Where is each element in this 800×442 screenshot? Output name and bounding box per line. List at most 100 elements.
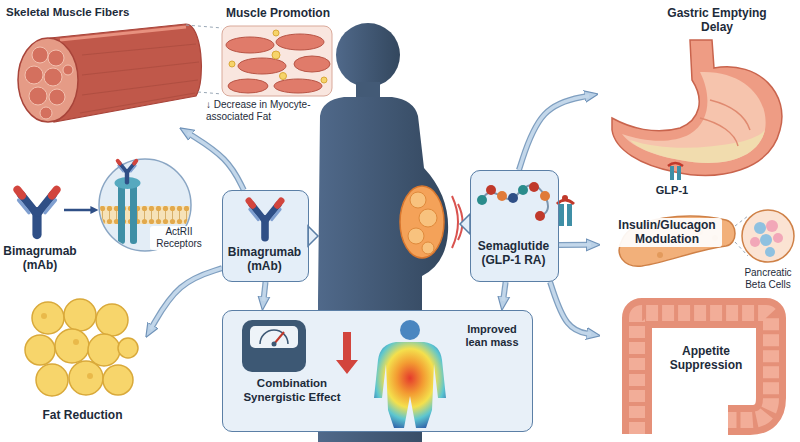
- muscle-bundle-part: [40, 107, 52, 119]
- muscle-bundle-part: [82, 62, 199, 75]
- body-silhouette-part: [408, 228, 424, 244]
- pancreas-part: [766, 220, 778, 232]
- muscle-bundle-part: [48, 50, 64, 66]
- body-silhouette-part: [452, 196, 458, 248]
- arrow-outline: [188, 133, 244, 190]
- arrow-body: [188, 133, 244, 190]
- node-text: Combination Synergistic Effect: [229, 377, 355, 405]
- arrow-body: [550, 282, 591, 334]
- colon-part: [637, 313, 771, 434]
- fat-cells: [25, 299, 138, 396]
- peptide-icon-part: [477, 195, 487, 205]
- receptor-membrane-part-part: [118, 180, 125, 244]
- muscle-cell-inset-part: [226, 37, 274, 53]
- fat-cells-part: [103, 365, 133, 395]
- arrow-body: [503, 282, 506, 301]
- stomach-part: [670, 166, 674, 180]
- node-text: Appetite Suppression: [664, 344, 748, 373]
- fat-cells-part: [73, 339, 79, 345]
- muscle-bundle-part: [63, 65, 73, 75]
- illustration-zone: Skeletal Muscle Fibers: [4, 4, 204, 128]
- arrow-outline: [263, 282, 265, 301]
- muscle-cell-inset-part: [228, 79, 268, 93]
- box-pointer: [460, 214, 470, 234]
- fat-cells-part: [41, 313, 47, 319]
- pancreas-part: [754, 222, 766, 234]
- muscle-cell-inset-part: [272, 51, 280, 59]
- arrow-body: [559, 243, 591, 247]
- peptide-icon-part: [535, 211, 545, 221]
- node-text: Insulin/Glucagon Modulation: [612, 218, 722, 247]
- annotation-label: Bimagrumab (mAb): [2, 244, 78, 273]
- receptor-membrane-part: [118, 161, 137, 182]
- fat-cells-part: [87, 373, 93, 379]
- muscle-bundle-part: [82, 80, 198, 95]
- body-silhouette-part: [410, 192, 426, 208]
- process-box: Semaglutide (GLP-1 RA): [470, 170, 559, 282]
- heatmap-body: [374, 320, 446, 428]
- receptor-icon: [557, 195, 574, 226]
- muscle-bundle-part: [60, 27, 186, 40]
- body-silhouette-part: [336, 23, 400, 87]
- muscle-cell-inset-part: [274, 79, 322, 93]
- fat-cells-part: [25, 335, 55, 365]
- flow-arrow: [550, 282, 591, 334]
- muscle-bundle-part: [82, 44, 196, 55]
- fat-cells-part: [118, 338, 138, 358]
- peptide-icon-part: [529, 182, 539, 192]
- muscle-bundle-part: [29, 87, 47, 105]
- pancreas-part: [760, 234, 772, 246]
- receptor-icon-part: [562, 195, 568, 201]
- stomach-part: [710, 100, 750, 130]
- arrow-outline: [151, 268, 222, 329]
- peptide-icon-part: [518, 185, 528, 195]
- fat-cells-part: [69, 361, 103, 395]
- antibody-icon: [17, 190, 56, 235]
- stomach-part: [677, 166, 681, 180]
- muscle-cell-inset-part: [229, 61, 235, 67]
- fat-cells-part: [55, 329, 89, 363]
- scale-icon-part: [272, 342, 277, 347]
- node-text: Bimagrumab (mAb): [226, 245, 303, 274]
- box-fill: [222, 310, 533, 432]
- process-box: Combination Synergistic EffectImproved l…: [222, 310, 533, 432]
- pancreas-part: [742, 210, 794, 262]
- receptor-icon-part: [559, 204, 564, 226]
- annotation-label: GLP-1: [652, 184, 692, 197]
- peptide-icon: [477, 182, 550, 221]
- node-text: Gastric Emptying Delay: [658, 6, 776, 35]
- pancreas-part: [773, 233, 783, 243]
- stomach-part: [700, 118, 738, 146]
- scale-icon-part: [242, 320, 306, 372]
- stomach-part: [622, 72, 766, 163]
- body-silhouette-part: [400, 186, 444, 258]
- stomach-part: [612, 40, 782, 175]
- flow-arrow: [151, 268, 222, 329]
- arrow-outline: [550, 282, 591, 334]
- zoom-lines: [186, 25, 222, 94]
- muscle-cell-inset-part: [276, 34, 324, 50]
- receptor-membrane-part-part: [99, 206, 191, 224]
- annotation-label: Muscle Promotion: [226, 6, 336, 20]
- stomach-part: [668, 163, 683, 166]
- illustration-zone: Fat Reduction: [25, 298, 146, 428]
- colon: [637, 313, 771, 434]
- muscle-cell-inset-part: [280, 73, 287, 80]
- muscle-cell-inset-part: [321, 77, 327, 83]
- annotation-label: ↓ Decrease in Myocyte-associated Fat: [206, 99, 332, 123]
- muscle-bundle-part: [49, 89, 65, 105]
- body-silhouette-part: [422, 242, 434, 254]
- flow-arrow: [503, 282, 506, 301]
- zoom-lines-part: [186, 25, 222, 28]
- box-fill: [222, 190, 309, 282]
- heatmap-body-part: [400, 320, 420, 340]
- arrow-outline: [519, 96, 589, 170]
- muscle-bundle-part: [32, 47, 48, 63]
- illustration-zone: Appetite Suppression: [600, 292, 792, 438]
- muscle-bundle-part: [44, 68, 62, 86]
- node-text: Skeletal Muscle Fibers: [6, 6, 196, 20]
- muscle-cell-inset-part: [294, 56, 330, 72]
- scale-icon-part: [250, 326, 298, 348]
